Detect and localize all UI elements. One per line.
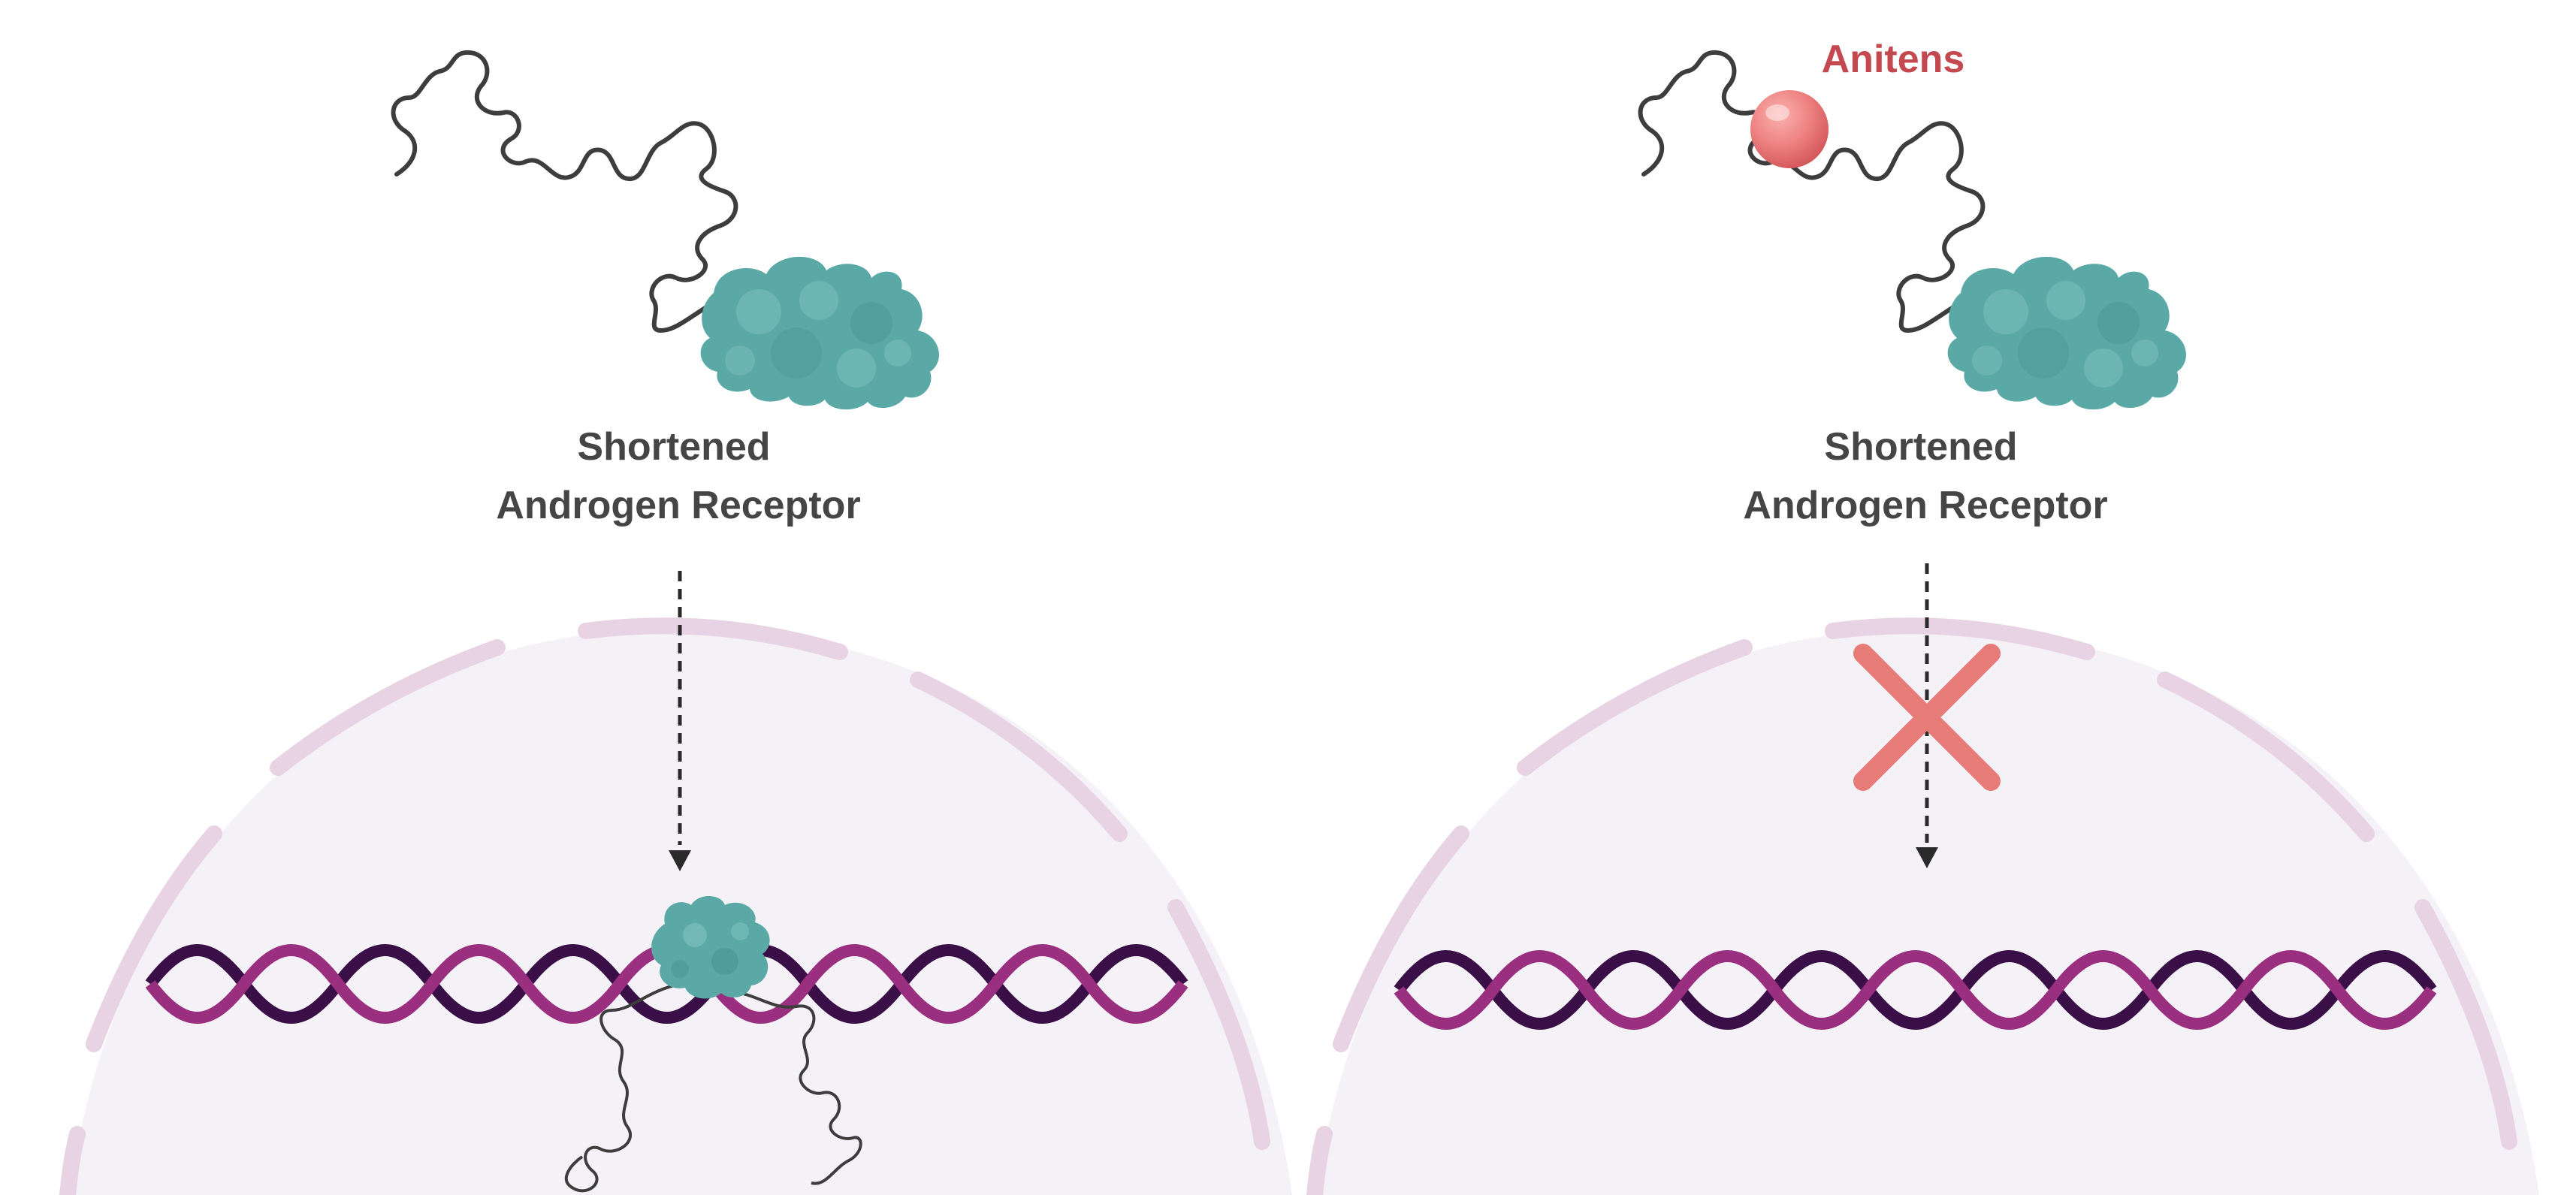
arrow-head bbox=[669, 850, 691, 871]
receptor-label-line1: Shortened bbox=[1824, 425, 2017, 469]
receptor-protein bbox=[700, 256, 939, 410]
right-panel: Anitens Shortened Androgen Receptor bbox=[1306, 38, 2539, 1195]
receptor-unbound-left bbox=[391, 50, 939, 410]
nucleus-membrane-segment bbox=[578, 617, 848, 660]
receptor-protein-small bbox=[651, 895, 770, 999]
block-cross-icon bbox=[1853, 644, 2001, 791]
receptor-label-line2: Androgen Receptor bbox=[1743, 484, 2107, 527]
receptor-tail-right bbox=[732, 990, 862, 1185]
nucleus-membrane-segment bbox=[2157, 671, 2375, 842]
nucleus-membrane-segment bbox=[1825, 617, 2095, 660]
translocation-arrow-left bbox=[669, 571, 691, 871]
nucleus-membrane-segment bbox=[1517, 639, 1753, 776]
drug-molecule bbox=[1750, 90, 1829, 168]
receptor-unbound-right bbox=[1638, 50, 2186, 410]
nucleus-membrane-segment bbox=[2414, 899, 2517, 1150]
nucleus-membrane-segment bbox=[270, 639, 506, 776]
nucleus-membrane-segment bbox=[59, 1126, 86, 1195]
drug-label: Anitens bbox=[1822, 38, 1965, 81]
receptor-label-line1: Shortened bbox=[577, 425, 770, 469]
receptor-protein bbox=[1947, 256, 2186, 410]
left-panel: Shortened Androgen Receptor bbox=[59, 50, 1292, 1195]
bound-receptor bbox=[564, 895, 862, 1193]
nucleus-body bbox=[1316, 628, 2539, 1195]
nucleus-membrane-segment bbox=[1333, 825, 1469, 1052]
nucleus-membrane-segment bbox=[86, 825, 222, 1052]
receptor-tail-left bbox=[564, 982, 681, 1193]
dna-strand-dark bbox=[145, 944, 1188, 1024]
arrow-head bbox=[1916, 847, 1938, 868]
dna-helix-right bbox=[1394, 950, 2437, 1030]
nucleus-right bbox=[1306, 617, 2539, 1195]
translocation-arrow-right bbox=[1916, 563, 1938, 868]
dna-strand-dark bbox=[1394, 950, 2437, 1030]
nucleus-membrane-segment bbox=[1167, 899, 1270, 1150]
receptor-chain bbox=[391, 50, 738, 333]
receptor-label-line2: Androgen Receptor bbox=[496, 484, 860, 527]
nucleus-membrane-segment bbox=[910, 671, 1128, 842]
nucleus-membrane-segment bbox=[1306, 1126, 1333, 1195]
dna-strand-light bbox=[1394, 950, 2437, 1030]
receptor-chain bbox=[1638, 50, 1986, 333]
